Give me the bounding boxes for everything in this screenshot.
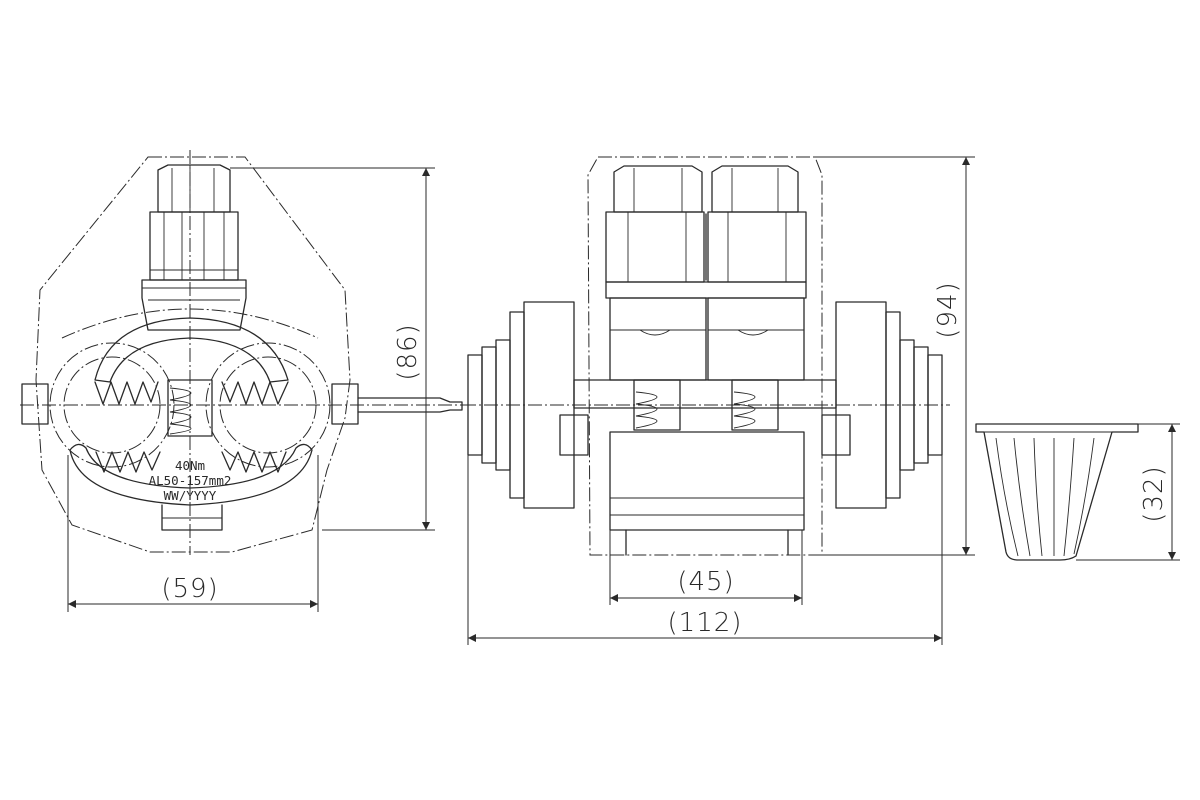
date-marking: WW/YYYY <box>164 488 217 503</box>
front-view <box>462 156 950 556</box>
cap-height-label: (32) <box>1139 465 1169 522</box>
range-marking: AL50-157mm2 <box>149 473 232 488</box>
length-front-label: (112) <box>668 608 743 638</box>
cap-dimensions: (32) <box>1076 423 1180 561</box>
front-dimensions: (94) (45) (112) <box>467 156 975 645</box>
torque-marking: 40Nm <box>175 458 205 473</box>
side-dimensions: (86) (59) <box>67 167 435 612</box>
end-cap-view <box>975 423 1139 561</box>
spacing-front-label: (45) <box>677 567 734 597</box>
side-view: 40Nm AL50-157mm2 WW/YYYY <box>20 150 470 555</box>
height-side-label: (86) <box>393 323 423 380</box>
height-front-label: (94) <box>933 281 963 338</box>
width-side-label: (59) <box>161 574 218 604</box>
